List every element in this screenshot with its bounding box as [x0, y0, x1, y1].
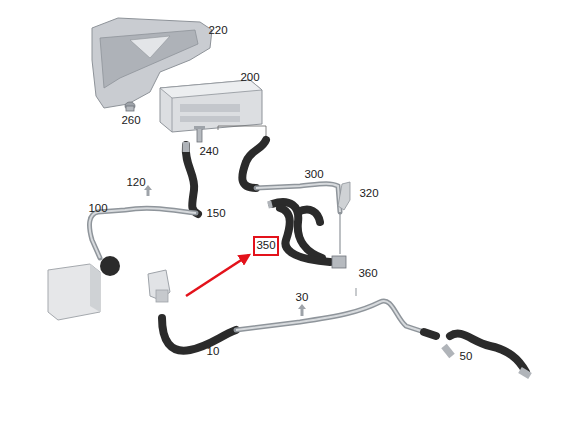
pointer-arrow: [144, 185, 306, 316]
tube-highlight: [90, 208, 196, 258]
hose: [162, 318, 236, 351]
callout-number: 50: [460, 351, 473, 363]
callout-number: 240: [199, 146, 218, 158]
callout-number: 360: [358, 268, 377, 280]
callout-number: 120: [126, 177, 145, 189]
highlight-box: 350: [253, 236, 279, 256]
hose: [450, 334, 526, 372]
bolt: [194, 126, 205, 142]
callout-number: 300: [304, 169, 323, 181]
valve: [148, 270, 170, 302]
tube-highlight: [236, 301, 424, 332]
callout-number: 220: [208, 25, 227, 37]
callout-number: 150: [206, 208, 225, 220]
pump: [48, 264, 100, 320]
nut: [125, 102, 135, 111]
control-module: [160, 80, 262, 132]
hose: [242, 140, 266, 188]
hose-connector: [268, 204, 272, 205]
callout-number: 260: [121, 115, 140, 127]
callout-number: 30: [296, 292, 309, 304]
callout-number: 100: [88, 203, 107, 215]
hose: [424, 332, 436, 336]
callout-number: 350: [256, 240, 275, 252]
pin: [356, 288, 357, 296]
coolant-tube: [236, 301, 424, 332]
callout-number: 200: [240, 72, 259, 84]
hose-assembly: [272, 202, 330, 262]
callout-number: 10: [207, 346, 220, 358]
hose: [186, 145, 198, 214]
connector: [332, 212, 346, 268]
clip: [338, 182, 350, 210]
hose-end: [100, 256, 120, 276]
hose-connector: [444, 346, 452, 356]
coolant-tube: [90, 208, 196, 258]
hose-connector: [183, 142, 190, 152]
callout-number: 320: [359, 188, 378, 200]
hose-connector: [520, 370, 530, 376]
highlight-arrow: [186, 255, 249, 296]
